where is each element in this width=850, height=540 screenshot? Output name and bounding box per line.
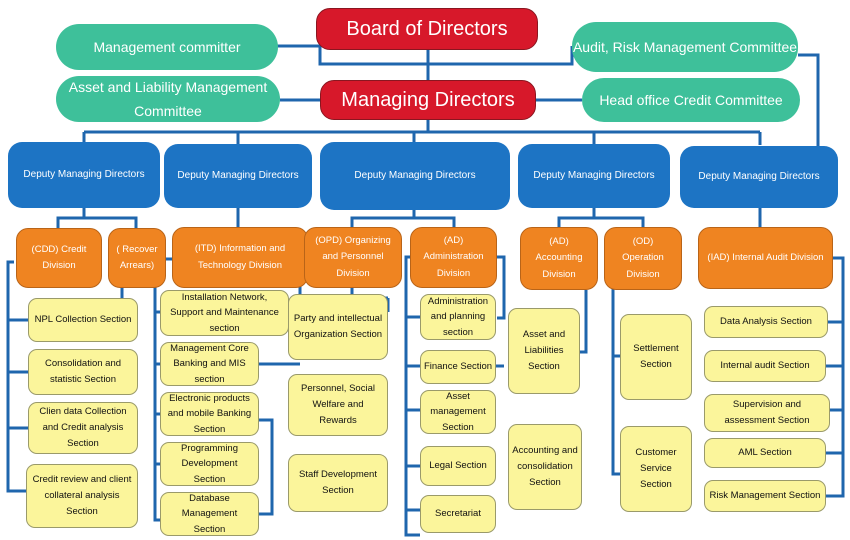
deputy-md-credit: Deputy Managing Directors xyxy=(8,142,160,208)
deputy-md-accounting: Deputy Managing Directors xyxy=(518,144,670,208)
section-aml: AML Section xyxy=(704,438,826,468)
section-core-banking: Management Core Banking and MIS section xyxy=(160,342,259,386)
section-secretariat: Secretariat xyxy=(420,495,496,533)
alm-committee: Asset and Liability Management Committee xyxy=(56,76,280,122)
section-party-organization: Party and intellectual Organization Sect… xyxy=(288,294,388,360)
section-installation-network: Installation Network, Support and Mainte… xyxy=(160,290,289,336)
section-admin-planning: Administration and planning section xyxy=(420,294,496,340)
section-electronic-products: Electronic products and mobile Banking S… xyxy=(160,392,259,436)
section-internal-audit: Internal audit Section xyxy=(704,350,826,382)
section-asset-liabilities: Asset and Liabilities Section xyxy=(508,308,580,394)
division-iad: (IAD) Internal Audit Division xyxy=(698,227,833,289)
section-customer-service: Customer Service Section xyxy=(620,426,692,512)
section-programming: Programming Development Section xyxy=(160,442,259,486)
division-cdd: (CDD) Credit Division xyxy=(16,228,102,288)
section-accounting-consolidation: Accounting and consolidation Section xyxy=(508,424,582,510)
deputy-md-itd: Deputy Managing Directors xyxy=(164,144,312,208)
division-opd: (OPD) Organizing and Personnel Division xyxy=(304,227,402,288)
section-data-analysis: Data Analysis Section xyxy=(704,306,828,338)
section-staff-development: Staff Development Section xyxy=(288,454,388,512)
deputy-md-audit: Deputy Managing Directors xyxy=(680,146,838,208)
section-consolidation: Consolidation and statistic Section xyxy=(28,349,138,395)
management-committee: Management committer xyxy=(56,24,278,70)
section-client-data: Clien data Collection and Credit analysi… xyxy=(28,402,138,454)
section-risk-management: Risk Management Section xyxy=(704,480,826,512)
division-recover: ( Recover Arrears) xyxy=(108,228,166,288)
section-credit-review: Credit review and client collateral anal… xyxy=(26,464,138,528)
board-of-directors: Board of Directors xyxy=(316,8,538,50)
division-ad-admin: (AD) Administration Division xyxy=(410,227,497,288)
section-database: Database Management Section xyxy=(160,492,259,536)
deputy-md-opd: Deputy Managing Directors xyxy=(320,142,510,210)
division-ad-accounting: (AD) Accounting Division xyxy=(520,227,598,290)
section-supervision-assessment: Supervision and assessment Section xyxy=(704,394,830,432)
section-personnel-welfare: Personnel, Social Welfare and Rewards xyxy=(288,374,388,436)
managing-directors: Managing Directors xyxy=(320,80,536,120)
division-od: (OD) Operation Division xyxy=(604,227,682,290)
audit-risk-committee: Audit, Risk Management Committee xyxy=(572,22,798,72)
section-npl-collection: NPL Collection Section xyxy=(28,298,138,342)
section-legal: Legal Section xyxy=(420,446,496,486)
section-asset-management: Asset management Section xyxy=(420,390,496,434)
division-itd: (ITD) Information and Technology Divisio… xyxy=(172,227,308,288)
section-finance: Finance Section xyxy=(420,350,496,384)
credit-committee: Head office Credit Committee xyxy=(582,78,800,122)
section-settlement: Settlement Section xyxy=(620,314,692,400)
